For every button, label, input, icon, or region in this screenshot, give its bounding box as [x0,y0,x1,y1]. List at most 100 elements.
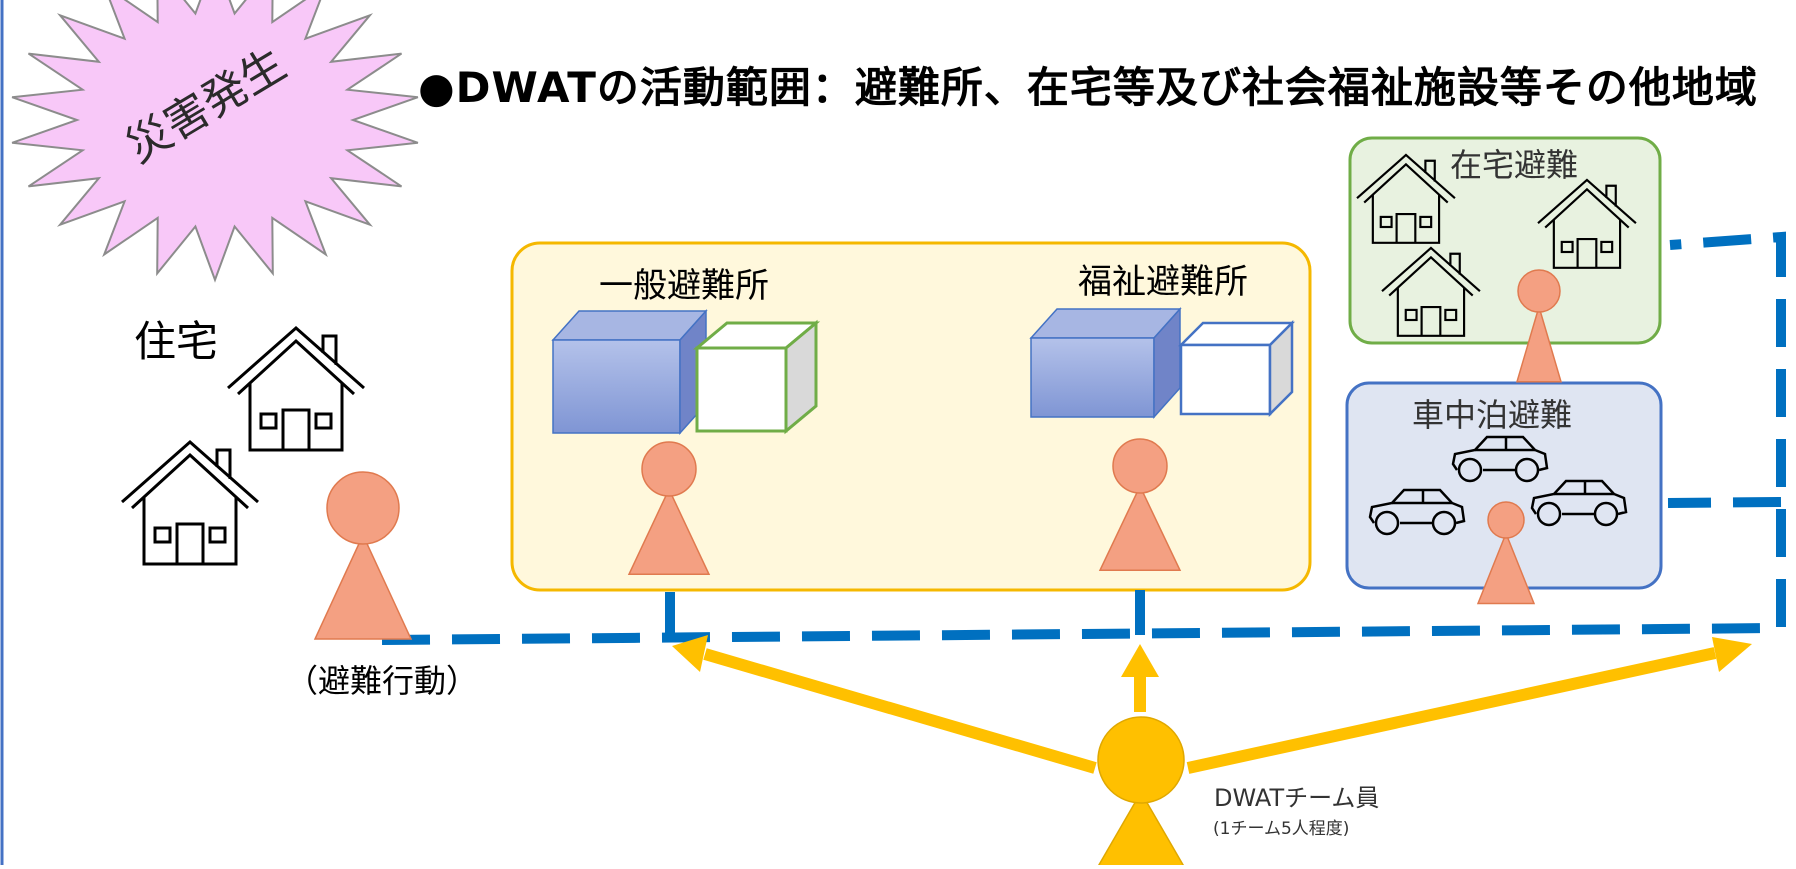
house-door [175,522,205,564]
house-home-1 [1356,153,1456,244]
welfare-annex-front [1179,343,1272,416]
house-large-top [227,325,365,452]
house-roof-outer [1356,153,1456,200]
home-evacuation-label: 在宅避難 [1450,146,1579,184]
disaster-burst-shape [11,0,419,283]
house-door [1395,212,1417,243]
welfare-annex-side [1268,319,1294,418]
car-evacuation-label: 車中泊避難 [1412,396,1573,434]
person-dwat-team-member [1095,716,1187,869]
general-shelter-building [551,309,821,435]
house-roof-inner [130,452,250,510]
person-head [326,471,400,545]
house-window-left [1404,308,1418,322]
person-body [1515,304,1563,383]
house-roof-inner [1363,162,1449,204]
person-head [1487,501,1525,539]
car-left [1368,488,1466,536]
house-home-2 [1537,178,1637,269]
team-size-label: (1チーム5人程度) [1213,819,1350,839]
house-chimney [1449,252,1461,275]
house-chimney [321,334,338,365]
car-wheel-rear [1431,510,1457,536]
house-walls [142,497,238,566]
car-top [1451,435,1549,483]
arrow-head-welfare [1121,644,1159,677]
house-window-left [1560,240,1574,254]
general-annex-side [784,319,818,435]
home-evacuation-box [1348,136,1662,345]
person-housing [313,471,413,640]
person-body [1476,531,1536,605]
house-large-bottom [121,439,259,566]
house-walls [1552,219,1622,269]
housing-label: 住宅 [134,317,219,366]
house-roof-outer [227,325,365,390]
person-home-evacuation [1515,269,1563,383]
general-building-front [552,339,681,434]
house-roof-outer [1381,246,1481,293]
person-head [1097,716,1185,804]
welfare-building-front [1030,337,1155,418]
house-window-right [1600,240,1614,254]
evacuation-action-label: （避難行動） [286,662,479,700]
house-window-right [208,526,227,544]
diagram-title: ●DWATの活動範囲：避難所、在宅等及び社会福祉施設等その他地域 [418,63,1758,112]
cars-group [1368,435,1628,536]
dashed-route-lines [381,231,1786,645]
person-general-shelter [627,441,711,575]
house-roof-outer [121,439,259,504]
arrow-head-general [672,635,708,672]
house-window-left [259,412,278,430]
car-wheel-front [1374,510,1400,536]
team-arrows [672,635,1752,774]
person-head [641,441,697,497]
car-dashed-route [1667,497,1782,508]
car-wheel-rear [1514,457,1540,483]
general-annex-front [695,346,788,433]
welfare-shelter-label: 福祉避難所 [1078,262,1248,302]
team-member-label: DWATチーム員 [1214,784,1380,812]
house-window-right [1444,308,1458,322]
persons-group [313,269,1563,869]
arrow-to-home-area [1186,647,1717,774]
house-window-left [153,526,172,544]
general-shelter-label: 一般避難所 [599,266,769,306]
person-body [1098,484,1182,571]
house-walls [248,383,344,452]
car-wheel-front [1536,501,1562,527]
person-car-evacuation [1476,501,1536,605]
person-body [1095,790,1187,869]
house-roof-outer [1537,178,1637,225]
arrow-head-home [1712,637,1752,672]
house-chimney [215,448,232,479]
house-roof-inner [236,338,356,396]
house-home-3 [1381,246,1481,337]
house-door [1576,237,1598,268]
welfare-shelter-building [1029,307,1296,419]
car-wheel-front [1457,457,1483,483]
house-chimney [1605,184,1617,207]
house-walls [1396,287,1466,337]
person-body [313,533,413,640]
person-body [627,487,711,575]
person-welfare-shelter [1098,438,1182,571]
houses-group [121,153,1637,566]
arrow-to-general-shelter [703,648,1097,774]
person-head [1112,438,1168,494]
house-roof-inner [1544,187,1630,229]
car-right [1530,479,1628,527]
house-roof-inner [1388,255,1474,297]
house-window-left [1379,215,1393,229]
person-head [1517,269,1561,313]
house-window-right [314,412,333,430]
car-wheel-rear [1593,501,1619,527]
main-dashed-route [381,231,1786,645]
house-door [1420,305,1442,336]
house-window-right [1419,215,1433,229]
house-chimney [1424,159,1436,182]
house-walls [1371,194,1441,244]
house-door [281,408,311,450]
